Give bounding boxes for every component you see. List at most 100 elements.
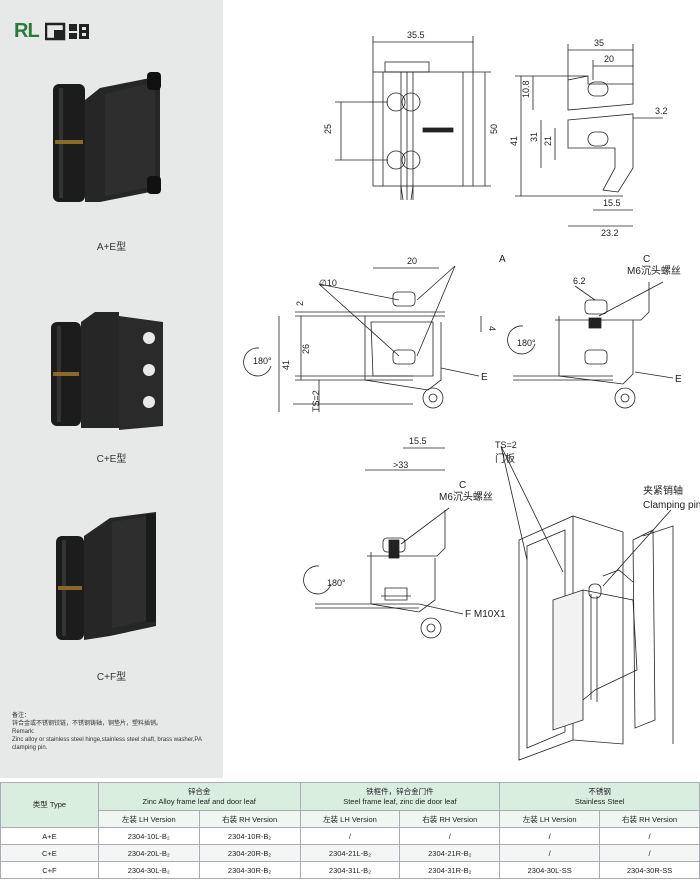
- dim-side-width: 35: [594, 38, 604, 48]
- dim-ae-33: >33: [393, 460, 408, 470]
- dim-front-hole-pitch: 25: [323, 124, 333, 134]
- group-cn: 不锈钢: [588, 786, 611, 796]
- sub-header: 左装 LH Version: [299, 810, 401, 828]
- dim-side-23-2: 23.2: [601, 228, 619, 238]
- group-cn: 锌合金: [187, 786, 211, 796]
- dim-side-width-2: 20: [604, 54, 614, 64]
- table-cell: 2304-31L-B₂: [299, 861, 401, 879]
- table-cell: /: [299, 827, 401, 845]
- table-cell: 2304-20L-B₂: [97, 844, 200, 862]
- dim-ae-26: 26: [301, 344, 311, 354]
- dim-front-width: 35.5: [407, 30, 425, 40]
- table-cell: 2304-30R-B₂: [198, 861, 301, 879]
- label-a: A: [499, 254, 506, 265]
- technical-drawing-area: 35.5 25 50 35 20 10.8 41 31 21 3.2 15.5 …: [223, 0, 700, 778]
- table-cell: /: [399, 827, 501, 845]
- remark-title: 备注：: [12, 713, 31, 719]
- table-cell: 2304-30R-SS: [599, 861, 700, 879]
- table-row: C+E 2304-20L-B₂ 2304-20R-B₂ 2304-21L-B₂ …: [0, 844, 700, 862]
- brand-mark-icon: [44, 22, 89, 40]
- table-cell: 2304-10L-B₂: [97, 827, 200, 845]
- table-cell: 2304-20R-B₂: [198, 844, 301, 862]
- dim-side-height: 41: [509, 136, 519, 146]
- label-f: F M10X1: [465, 609, 506, 620]
- dim-side-15-5: 15.5: [603, 198, 621, 208]
- table-cell: 2304-31R-B₂: [399, 861, 501, 879]
- dim-front-height: 50: [489, 124, 499, 134]
- group-en: Stainless Steel: [574, 796, 625, 806]
- label-ts: TS=2: [495, 440, 517, 450]
- section-ae: [243, 265, 482, 471]
- dim-side-21: 21: [543, 136, 553, 146]
- group-en: Zinc Alloy frame leaf and door leaf: [142, 796, 256, 806]
- row-type: A+E: [0, 827, 99, 845]
- product-label: C+E型: [96, 454, 127, 465]
- dim-side-31: 31: [529, 132, 539, 142]
- sub-header: 左装 LH Version: [499, 810, 601, 828]
- sub-header: 左装 LH Version: [97, 810, 200, 828]
- table-cell: 2304-10R-B₂: [198, 827, 301, 845]
- sub-header: 右装 RH Version: [198, 810, 301, 828]
- label-e-2: E: [675, 374, 682, 385]
- product-label: C+F型: [96, 672, 127, 683]
- table-cell: /: [499, 844, 601, 862]
- label-m6: M6沉头螺丝: [627, 264, 681, 277]
- brand-logo: RL: [14, 20, 91, 43]
- dim-ae-20: 20: [407, 256, 417, 266]
- table-cell: /: [499, 827, 601, 845]
- dim-ae-15-5: 15.5: [409, 436, 427, 446]
- angle-ce: 180°: [517, 338, 536, 348]
- section-ce: [507, 281, 674, 409]
- remark-en-title: Remark:: [12, 729, 35, 735]
- label-pin-cn: 夹紧销轴: [643, 484, 683, 497]
- remark-block: 备注： 锌合金或不锈钢铰链，不锈钢铸轴，铜垫片，塑料插销。 Remark: Zi…: [12, 712, 217, 752]
- section-cf: [303, 507, 464, 639]
- dim-side-top: 10.8: [521, 80, 531, 98]
- sub-header: 右装 RH Version: [599, 810, 700, 828]
- remark-en: Zinc alloy or stainless steel hinge,stai…: [12, 737, 202, 751]
- label-c: C: [643, 254, 650, 265]
- table-cell: 2304-30L-B₂: [97, 861, 200, 879]
- angle-cf: 180°: [327, 578, 346, 588]
- table-cell: /: [599, 827, 700, 845]
- table-cell: /: [599, 844, 700, 862]
- row-type: C+F: [0, 861, 99, 879]
- table-cell: 2304-21R-B₂: [399, 844, 501, 862]
- dim-ae-2: 2: [295, 301, 305, 306]
- isometric-view: [500, 445, 674, 761]
- angle-ae: 180°: [253, 356, 272, 366]
- label-m6-2: M6沉头螺丝: [439, 490, 493, 503]
- side-view: [515, 44, 663, 227]
- label-e: E: [481, 372, 488, 383]
- table-cell: 2304-21L-B₂: [299, 844, 401, 862]
- product-image-ae: [53, 72, 161, 202]
- brand-logo-text: RL: [14, 20, 40, 42]
- technical-drawing: 35.5 25 50 35 20 10.8 41 31 21 3.2 15.5 …: [243, 30, 700, 761]
- dim-ae-dia10: ∅10: [319, 278, 337, 288]
- product-label: A+E型: [96, 242, 127, 253]
- remark-cn: 锌合金或不锈钢铰链，不锈钢铸轴，铜垫片，塑料插销。: [12, 721, 163, 727]
- dim-ce-6-2: 6.2: [573, 276, 586, 286]
- row-type: C+E: [0, 844, 99, 862]
- table-cell: 2304-30L-SS: [499, 861, 601, 879]
- label-door: 门板: [495, 452, 515, 465]
- dim-ae-4: 4: [487, 326, 497, 331]
- type-header: 类型 Type: [0, 782, 99, 828]
- product-image-ce: [51, 312, 163, 430]
- dim-side-3-2: 3.2: [655, 106, 668, 116]
- dim-ae-41: 41: [281, 360, 291, 370]
- front-view: [335, 36, 491, 201]
- table-row: A+E 2304-10L-B₂ 2304-10R-B₂ / / / /: [0, 827, 700, 845]
- dim-ae-ts: TS=2: [311, 390, 321, 412]
- label-pin-en: Clamping pin: [643, 500, 700, 511]
- group-en: Steel frame leaf, zinc die door leaf: [343, 796, 457, 806]
- product-sidebar: RL A+E型 C+E型: [0, 0, 223, 778]
- product-image-cf: [56, 512, 156, 640]
- table-row: C+F 2304-30L-B₂ 2304-30R-B₂ 2304-31L-B₂ …: [0, 861, 700, 879]
- label-c-2: C: [459, 480, 466, 491]
- sub-header: 右装 RH Version: [399, 810, 501, 828]
